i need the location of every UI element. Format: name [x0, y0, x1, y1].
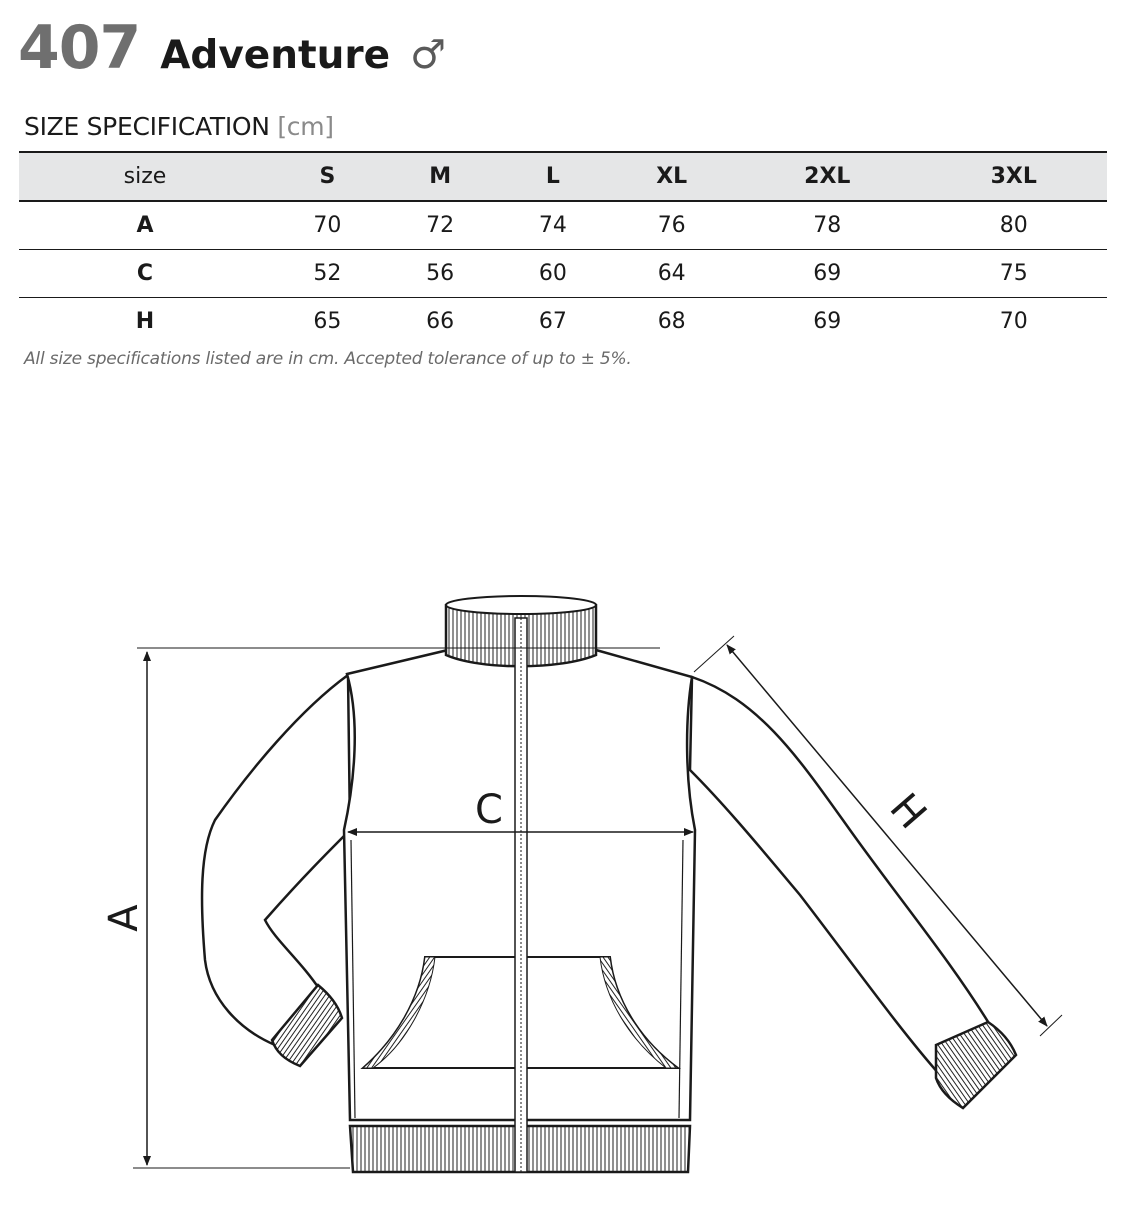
section-unit: [cm]	[277, 112, 334, 141]
table-row: C 52 56 60 64 69 75	[19, 249, 1107, 298]
section-title-text: SIZE SPECIFICATION	[24, 112, 270, 141]
table-cell: 80	[920, 201, 1107, 250]
right-cuff	[934, 1020, 1018, 1110]
header-m: M	[383, 151, 497, 202]
header-3xl: 3XL	[920, 151, 1107, 202]
table-cell: 52	[271, 249, 384, 298]
header-size: size	[19, 151, 271, 202]
table-cell: 74	[496, 201, 610, 250]
row-label: H	[135, 309, 155, 334]
table-header-row: size S M L XL 2XL 3XL	[19, 151, 1107, 202]
header-xl: XL	[609, 151, 735, 202]
table-row: H 65 66 67 68 69 70	[19, 298, 1107, 346]
table-cell: 75	[920, 249, 1107, 298]
table-cell: 69	[734, 249, 921, 298]
header-2xl: 2XL	[734, 151, 921, 202]
table-cell: 56	[383, 249, 497, 298]
table-cell: 72	[383, 201, 497, 250]
table-cell: 60	[496, 249, 610, 298]
table-cell: 66	[426, 309, 455, 334]
table-cell: 67	[538, 309, 567, 334]
table-cell: 68	[657, 309, 686, 334]
product-name: Adventure	[160, 33, 391, 78]
dimension-a-label: A	[101, 904, 147, 932]
header-l: L	[496, 151, 610, 202]
row-label: C	[19, 249, 271, 298]
left-sleeve	[200, 672, 352, 1047]
table-cell: 70	[999, 309, 1028, 334]
table-cell: 78	[734, 201, 921, 250]
dimension-c-label: C	[475, 787, 503, 833]
table-cell: 70	[271, 201, 384, 250]
right-sleeve	[688, 675, 992, 1077]
section-title: SIZE SPECIFICATION [cm]	[24, 110, 334, 144]
title-row: 407 Adventure ♂	[18, 8, 446, 88]
size-table: size S M L XL 2XL 3XL A 70 72 74 76 78 8…	[19, 151, 1107, 345]
left-cuff	[270, 983, 344, 1068]
male-symbol-icon: ♂	[410, 32, 446, 78]
header-s: S	[271, 151, 384, 202]
footnote: All size specifications listed are in cm…	[24, 349, 632, 369]
table-row: A 70 72 74 76 78 80	[19, 201, 1107, 250]
table-cell: 64	[609, 249, 735, 298]
table-cell: 69	[813, 309, 842, 334]
row-label: A	[19, 201, 271, 250]
table-cell: 65	[313, 309, 342, 334]
table-cell: 76	[609, 201, 735, 250]
dimension-h-line	[726, 644, 1048, 1027]
product-number: 407	[18, 13, 141, 83]
dimension-h-label: H	[881, 785, 935, 838]
